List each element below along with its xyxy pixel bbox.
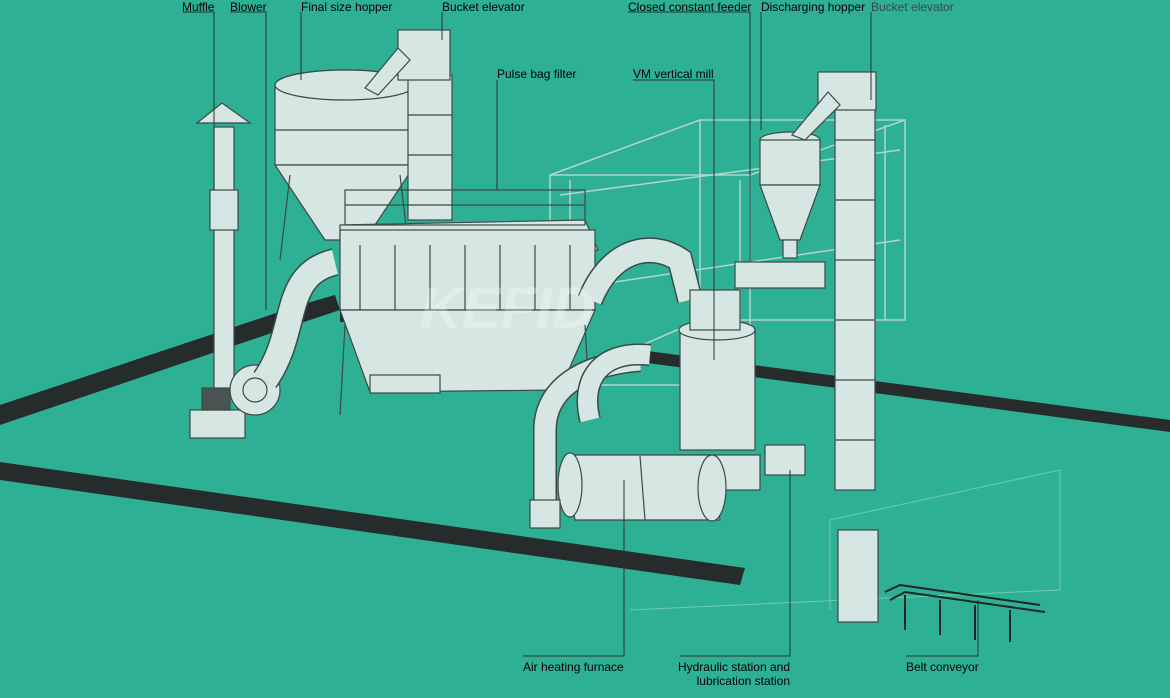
- label-air-heating-furnace: Air heating furnace: [523, 660, 624, 674]
- label-bucket-elevator-right: Bucket elevator: [871, 0, 954, 14]
- bucket-elevator-left: [364, 29, 453, 221]
- label-belt-conveyor: Belt conveyor: [906, 660, 979, 674]
- air-duct: [533, 237, 703, 500]
- pulse-bag-filter: [339, 189, 599, 416]
- discharging-hopper: [734, 131, 826, 289]
- label-blower: Blower: [230, 0, 267, 14]
- belt-conveyor: [884, 583, 1046, 642]
- final-size-hopper: [273, 69, 417, 261]
- label-pulse-bag-filter: Pulse bag filter: [497, 67, 577, 81]
- label-hydraulic-station: Hydraulic station and lubrication statio…: [677, 660, 790, 688]
- label-closed-constant-feeder: Closed constant feeder: [628, 0, 752, 14]
- bucket-elevator-right: [791, 71, 879, 623]
- label-final-size-hopper: Final size hopper: [301, 0, 393, 14]
- label-vm-vertical-mill: VM vertical mill: [633, 67, 714, 81]
- label-bucket-elevator-left: Bucket elevator: [442, 0, 525, 14]
- blower: [189, 248, 340, 439]
- air-heating-furnace: [529, 452, 727, 529]
- watermark-text: KEFID: [420, 276, 594, 341]
- muffle-chimney: [195, 102, 252, 398]
- leader-lines: [182, 11, 979, 657]
- label-discharging-hopper: Discharging hopper: [761, 0, 866, 14]
- vm-vertical-mill: [678, 289, 806, 491]
- label-muffle: Muffle: [182, 0, 215, 14]
